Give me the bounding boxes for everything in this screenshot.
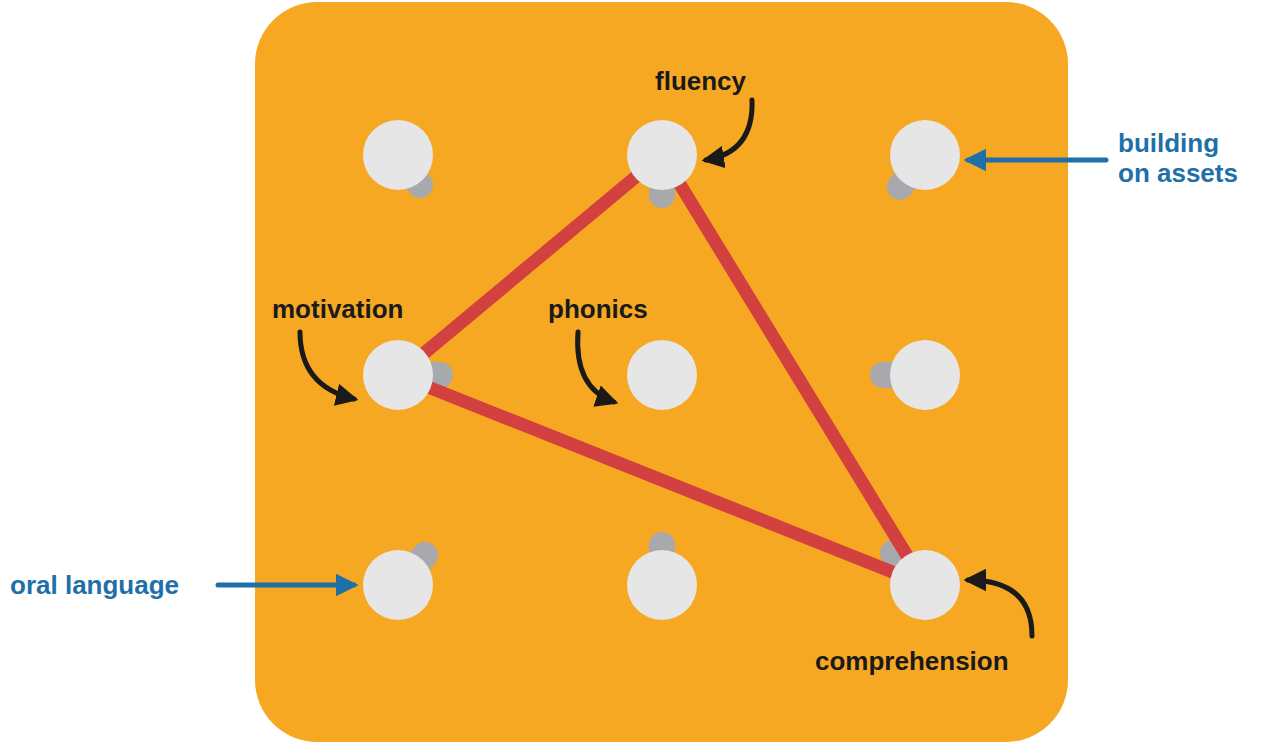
straight-pointer-arrows — [218, 160, 1106, 585]
comprehension-label: comprehension — [815, 646, 1009, 676]
pegs — [363, 120, 960, 620]
rubber-band-triangle — [398, 155, 925, 585]
curved-pointer-arrows — [300, 100, 1032, 636]
peg-shadows — [398, 155, 925, 585]
oral-language-label: oral language — [10, 570, 179, 600]
board — [255, 2, 1068, 742]
building-on-assets-label: building on assets — [1118, 128, 1254, 188]
fluency-label: fluency — [655, 66, 746, 96]
phonics-label: phonics — [548, 294, 648, 324]
motivation-label: motivation — [272, 294, 403, 324]
